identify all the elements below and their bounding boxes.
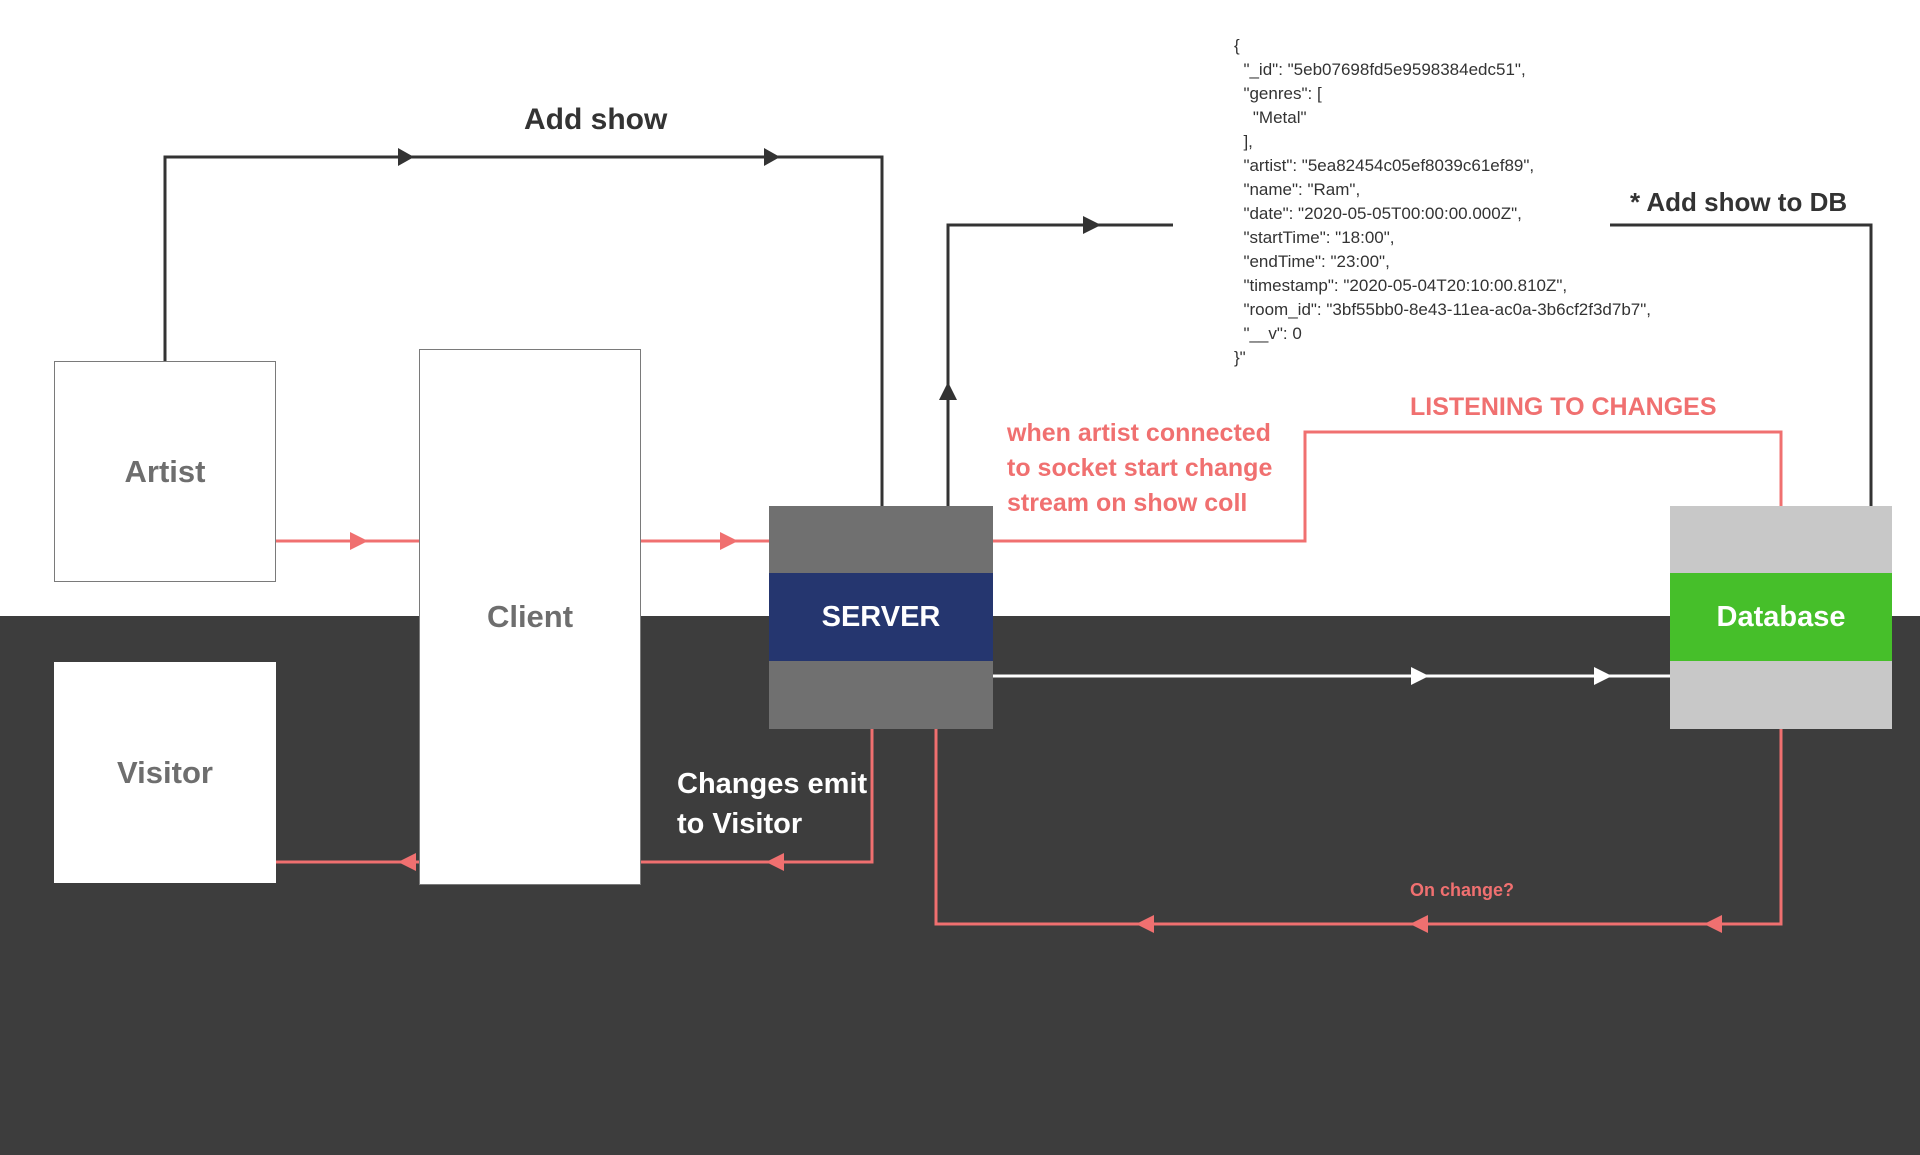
arrow-onchange-3 [1136, 915, 1154, 933]
arrow-add-show-1 [398, 148, 414, 166]
arrow-db-1 [1411, 667, 1429, 685]
arrow-to-json [1083, 216, 1101, 234]
arrow-add-show-2 [764, 148, 780, 166]
changes-emit-note: Changes emit to Visitor [677, 764, 867, 844]
client-label: Client [486, 599, 574, 634]
client-node: Client [419, 349, 641, 885]
on-change-label: On change? [1410, 880, 1515, 900]
change-stream-note: when artist connected to socket start ch… [1007, 416, 1272, 521]
show-json-document: { "_id": "5eb07698fd5e9598384edc51", "ge… [1234, 36, 1651, 367]
database-top-block [1670, 506, 1892, 573]
listening-label: LISTENING TO CHANGES [1410, 393, 1717, 421]
server-node: SERVER [769, 573, 993, 661]
arrow-onchange-2 [1410, 915, 1428, 933]
arrow-server-up [939, 382, 957, 400]
on-change-line [934, 729, 1783, 926]
changes-emit-line-2: to Visitor [677, 808, 803, 840]
arrow-artist-1 [350, 532, 368, 550]
server-label: SERVER [821, 600, 941, 633]
changes-emit-line-1: Changes emit [677, 768, 868, 800]
database-bottom-block [1670, 661, 1892, 729]
arrow-emit-2 [398, 853, 416, 871]
change-stream-line-2: to socket start change [1007, 454, 1273, 482]
visitor-node: Visitor [54, 662, 276, 883]
server-bottom-block [769, 661, 993, 729]
arrow-onchange-1 [1704, 915, 1722, 933]
add-show-to-db-label: * Add show to DB [1630, 187, 1848, 217]
arrow-emit-1 [766, 853, 784, 871]
server-top-block [769, 506, 993, 573]
arrow-db-2 [1594, 667, 1612, 685]
arrow-artist-2 [720, 532, 738, 550]
visitor-label: Visitor [117, 754, 213, 790]
add-show-line [163, 155, 884, 506]
artist-node: Artist [54, 361, 276, 582]
add-to-db-line [1610, 223, 1873, 506]
add-show-label: Add show [524, 103, 668, 136]
artist-label: Artist [124, 453, 206, 489]
database-node: Database [1670, 573, 1892, 661]
change-stream-line-3: stream on show coll [1007, 489, 1248, 517]
change-stream-line-1: when artist connected [1007, 419, 1271, 447]
listening-line [993, 430, 1783, 543]
database-label: Database [1716, 600, 1846, 633]
